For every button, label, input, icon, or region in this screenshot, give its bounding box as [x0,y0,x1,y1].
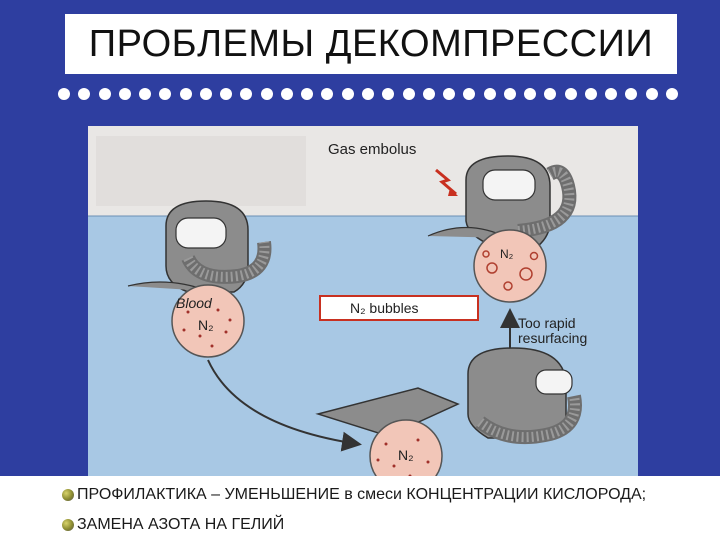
divider-dot [605,88,618,100]
divider-dot [584,88,597,100]
divider-dot [361,88,374,100]
n2-label-top: N₂ [500,247,514,261]
bullet-icon [62,489,74,501]
divider-dot [301,88,314,100]
too-rapid-label: Too rapid [518,315,576,331]
bullet-text: ЗАМЕНА АЗОТА НА ГЕЛИЙ [77,516,285,533]
divider-dot [382,88,395,100]
divider-dot [139,88,152,100]
divider-dot [58,88,70,100]
blood-circle-bottom [369,419,443,476]
bullet-panel: ПРОФИЛАКТИКА – УМЕНЬШЕНИЕ в смеси КОНЦЕН… [0,476,720,540]
decompression-illustration: Gas embolus [88,126,638,476]
divider-dot [260,88,273,100]
gas-embolus-label: Gas embolus [328,141,416,158]
divider-dot [341,88,354,100]
divider-dot [443,88,456,100]
resurfacing-label: resurfacing [518,330,587,346]
n2-label-bottom: N₂ [398,447,414,463]
divider-dot [645,88,658,100]
bullet-item: ЗАМЕНА АЗОТА НА ГЕЛИЙ [62,516,284,534]
bubble-circle-top [473,229,547,303]
divider-dot [199,88,212,100]
lightning-icon [435,168,457,196]
divider-dot [524,88,537,100]
blood-label: Blood [176,295,213,311]
divider-dot [564,88,577,100]
n2-bubbles-label: N₂ bubbles [350,300,418,316]
bullet-item: ПРОФИЛАКТИКА – УМЕНЬШЕНИЕ в смеси КОНЦЕН… [62,486,646,504]
divider-dot [78,88,91,100]
divider-dot [422,88,435,100]
n2-label-left: N₂ [198,317,214,333]
diver-helmet-bottom [315,347,582,445]
divider-dot [159,88,172,100]
divider-dot [321,88,334,100]
divider-dot [98,88,111,100]
bullet-text: ПРОФИЛАКТИКА – УМЕНЬШЕНИЕ в смеси КОНЦЕН… [77,486,647,503]
dot-divider [58,86,678,102]
diver-helmet-top [427,155,577,247]
divider-dot [665,88,678,100]
n2-bubbles-box [319,295,479,321]
divider-dot [544,88,557,100]
divider-dot [503,88,516,100]
divider-dot [179,88,192,100]
divider-dot [463,88,476,100]
divider-dot [240,88,253,100]
bullet-icon [62,519,74,531]
divider-dot [280,88,293,100]
divider-dot [220,88,233,100]
page-title: ПРОБЛЕМЫ ДЕКОМПРЕССИИ [88,22,654,65]
blood-circle-left [171,284,245,358]
divider-dot [625,88,638,100]
divider-dot [483,88,496,100]
divider-dot [118,88,131,100]
divider-dot [402,88,415,100]
illustration-svg: Gas embolus [88,126,638,476]
title-box: ПРОБЛЕМЫ ДЕКОМПРЕССИИ [65,14,677,74]
curved-arrow-icon [207,359,362,452]
